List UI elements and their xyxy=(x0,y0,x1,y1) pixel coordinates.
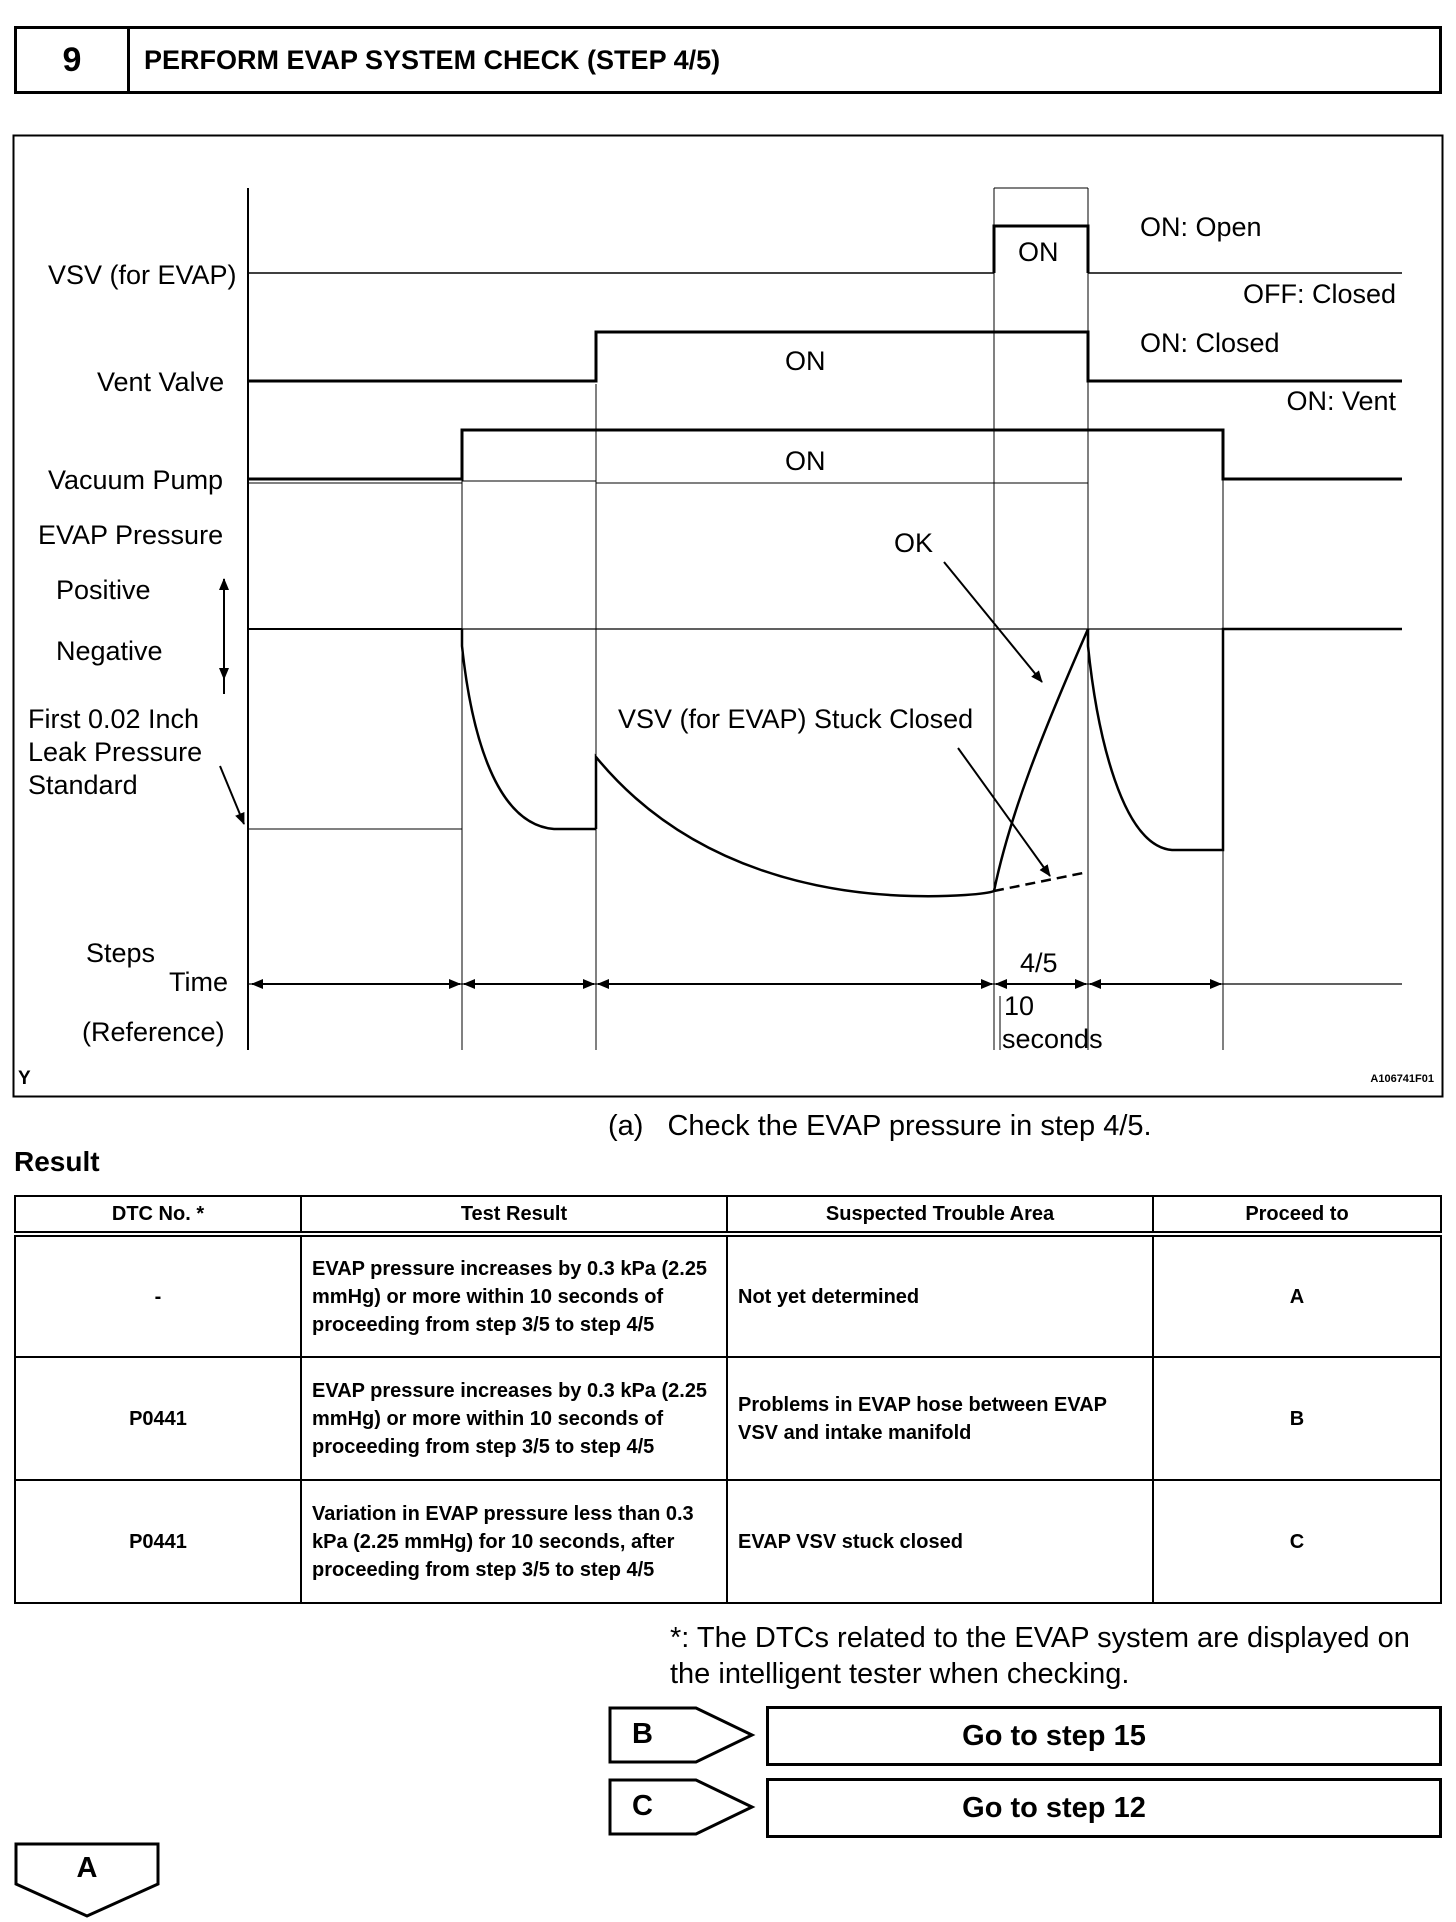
step-number: 9 xyxy=(17,29,130,91)
go-to-step-12-button[interactable]: Go to step 12 xyxy=(766,1778,1442,1838)
step-header: 9 PERFORM EVAP SYSTEM CHECK (STEP 4/5) xyxy=(14,26,1442,94)
proceed-cell: C xyxy=(1152,1479,1442,1604)
proceed-cell: B xyxy=(1152,1356,1442,1481)
label-negative: Negative xyxy=(56,636,163,666)
label-vsv: VSV (for EVAP) xyxy=(48,260,237,290)
footnote: *: The DTCs related to the EVAP system a… xyxy=(670,1622,1410,1690)
step-label: 4/5 xyxy=(1020,948,1058,978)
proceed-a-arrow[interactable]: A xyxy=(14,1842,160,1918)
result-b-arrow[interactable]: B xyxy=(608,1706,756,1764)
label-positive: Positive xyxy=(56,575,151,605)
test-result-cell: Variation in EVAP pressure less than 0.3… xyxy=(300,1479,728,1604)
result-code-b: B xyxy=(632,1718,653,1750)
result-c-arrow[interactable]: C xyxy=(608,1778,756,1836)
dtc-cell: P0441 xyxy=(14,1479,302,1604)
result-code-c: C xyxy=(632,1790,653,1822)
stuck-pointer xyxy=(957,747,1051,877)
vsv-on-label: ON xyxy=(1018,237,1059,267)
instruction: (a) Check the EVAP pressure in step 4/5. xyxy=(608,1110,1152,1143)
test-result-cell: EVAP pressure increases by 0.3 kPa (2.25… xyxy=(300,1356,728,1481)
column-header: Test Result xyxy=(300,1195,728,1237)
result-code-a: A xyxy=(76,1852,98,1884)
result-table: DTC No. * Test Result Suspected Trouble … xyxy=(14,1195,1442,1604)
label-steps: Steps xyxy=(86,938,155,968)
label-leak-standard-1: First 0.02 Inch xyxy=(28,704,199,734)
label-evap-pressure: EVAP Pressure xyxy=(38,520,223,550)
table-row: - EVAP pressure increases by 0.3 kPa (2.… xyxy=(14,1233,1442,1358)
result-heading: Result xyxy=(14,1146,100,1177)
vacuum-pump-signal xyxy=(248,428,1402,481)
ok-label: OK xyxy=(894,528,933,558)
duration-unit: seconds xyxy=(1002,1024,1103,1054)
vent-valve-signal xyxy=(248,330,1402,383)
label-reference: (Reference) xyxy=(82,1017,225,1047)
dtc-cell: P0441 xyxy=(14,1356,302,1481)
vsv-off-state: OFF: Closed xyxy=(1243,279,1396,309)
leak-standard-pointer xyxy=(219,765,245,825)
duration-value: 10 xyxy=(1004,991,1034,1021)
column-header: Proceed to xyxy=(1152,1195,1442,1237)
test-result-cell: EVAP pressure increases by 0.3 kPa (2.25… xyxy=(300,1233,728,1358)
column-header: Suspected Trouble Area xyxy=(726,1195,1154,1237)
vent-on-state: ON: Closed xyxy=(1140,328,1280,358)
label-vacuum-pump: Vacuum Pump xyxy=(48,465,223,495)
go-to-step-15-button[interactable]: Go to step 15 xyxy=(766,1706,1442,1766)
trouble-area-cell: Not yet determined xyxy=(726,1233,1154,1358)
go-to-step-15-label: Go to step 15 xyxy=(962,1719,1146,1752)
trouble-area-cell: Problems in EVAP hose between EVAP VSV a… xyxy=(726,1356,1154,1481)
label-leak-standard-3: Standard xyxy=(28,770,138,800)
go-to-step-12-label: Go to step 12 xyxy=(962,1791,1146,1824)
figure-frame xyxy=(12,134,1444,1098)
vent-on-label: ON xyxy=(785,346,826,376)
step-title: PERFORM EVAP SYSTEM CHECK (STEP 4/5) xyxy=(144,44,721,75)
evap-timing-diagram: VSV (for EVAP) Vent Valve Vacuum Pump EV… xyxy=(12,134,1444,1098)
stuck-closed-label: VSV (for EVAP) Stuck Closed xyxy=(618,704,973,734)
trouble-area-cell: EVAP VSV stuck closed xyxy=(726,1479,1154,1604)
label-leak-standard-2: Leak Pressure xyxy=(28,737,202,767)
table-row: P0441 Variation in EVAP pressure less th… xyxy=(14,1479,1442,1604)
vsv-signal xyxy=(248,224,1402,274)
label-time: Time xyxy=(169,967,228,997)
corner-label: Y xyxy=(18,1068,31,1089)
vsv-on-state: ON: Open xyxy=(1140,212,1262,242)
table-row: P0441 EVAP pressure increases by 0.3 kPa… xyxy=(14,1356,1442,1481)
figure-id: A106741F01 xyxy=(1370,1073,1434,1085)
dtc-cell: - xyxy=(14,1233,302,1358)
ok-pointer xyxy=(943,561,1043,683)
instruction-label: (a) xyxy=(608,1110,644,1142)
instruction-text: Check the EVAP pressure in step 4/5. xyxy=(667,1110,1152,1142)
vent-off-state: ON: Vent xyxy=(1286,386,1396,416)
proceed-cell: A xyxy=(1152,1233,1442,1358)
table-header-row: DTC No. * Test Result Suspected Trouble … xyxy=(14,1195,1442,1237)
label-vent-valve: Vent Valve xyxy=(97,367,224,397)
column-header: DTC No. * xyxy=(14,1195,302,1237)
evap-pressure-trace xyxy=(248,627,1402,898)
pump-on-label: ON xyxy=(785,446,826,476)
